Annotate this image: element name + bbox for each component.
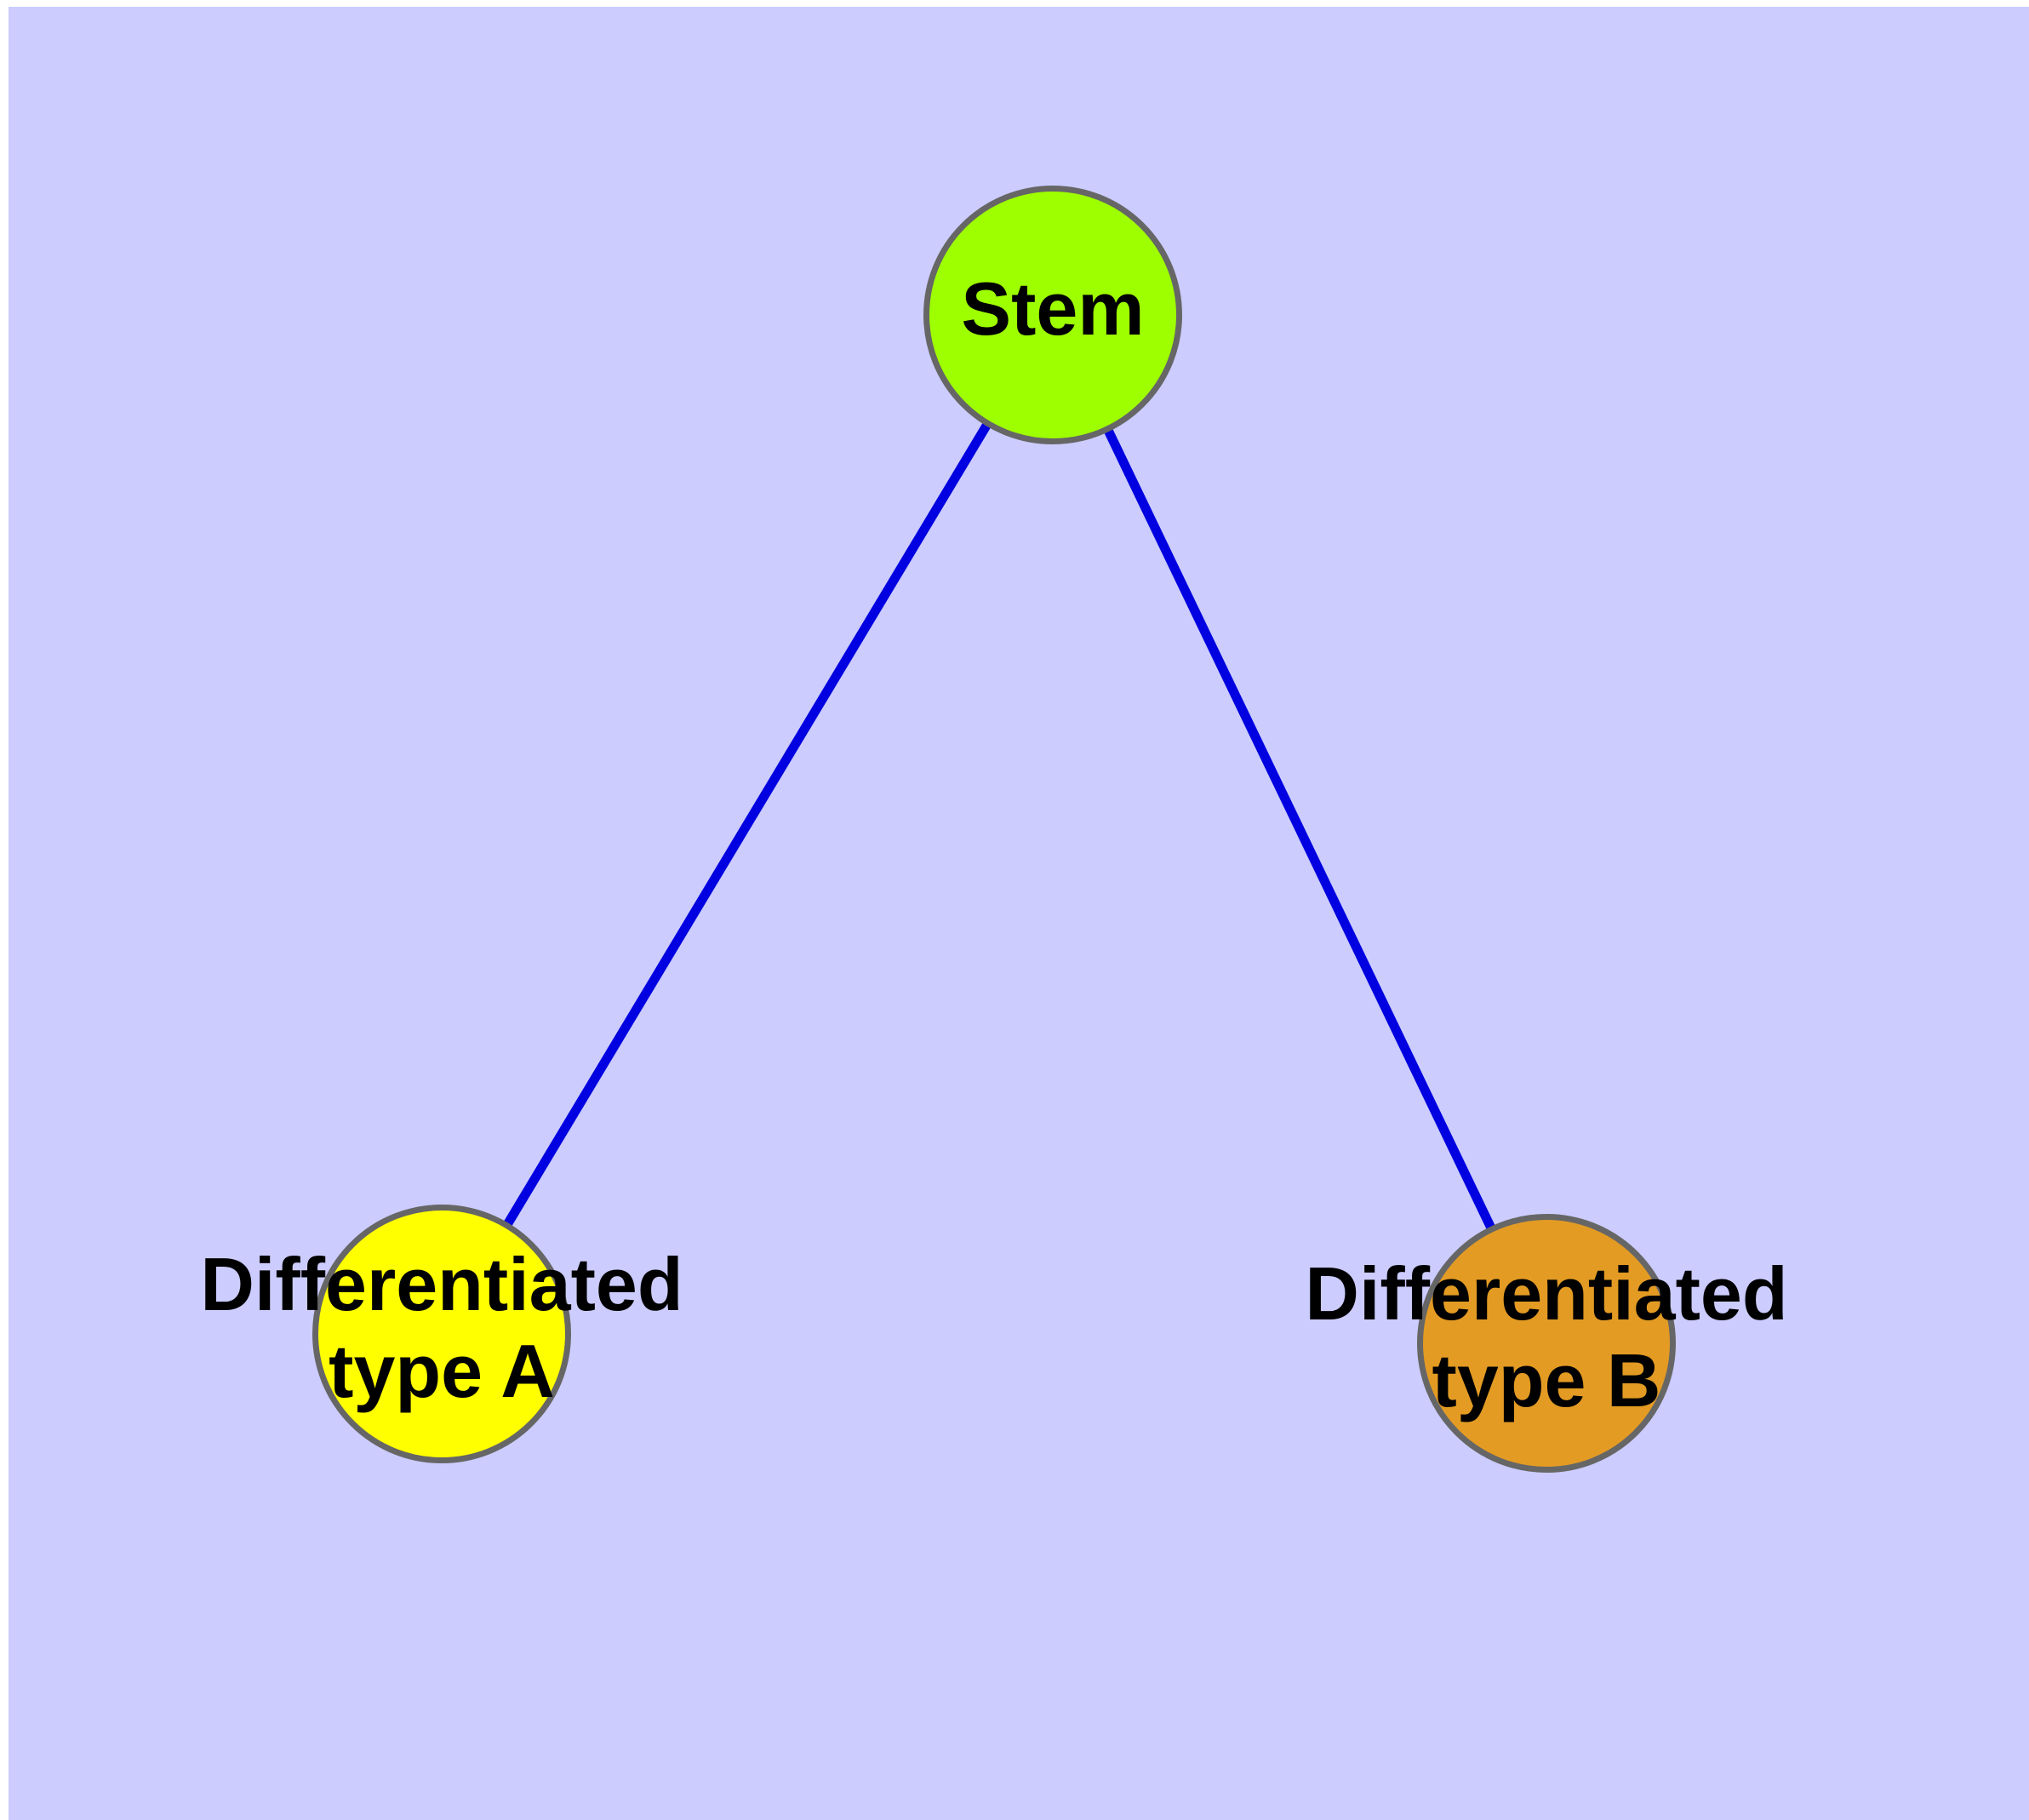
node-label-line: Differentiated <box>1305 1251 1787 1336</box>
graph-node-diff_b[interactable] <box>1417 1214 1676 1473</box>
graph-node-diff_a[interactable] <box>312 1205 571 1463</box>
node-label-stem: Stem <box>961 266 1144 351</box>
graph-edge <box>437 312 1057 1336</box>
node-label-line: type B <box>1432 1338 1661 1422</box>
graph-node-stem[interactable] <box>923 186 1182 444</box>
node-label-line: Differentiated <box>200 1242 683 1326</box>
node-label-line: Stem <box>961 266 1144 351</box>
edges-layer <box>437 312 1551 1346</box>
nodes-layer <box>312 186 1676 1473</box>
node-label-line: type A <box>329 1329 555 1413</box>
graph-edge <box>1049 312 1551 1346</box>
